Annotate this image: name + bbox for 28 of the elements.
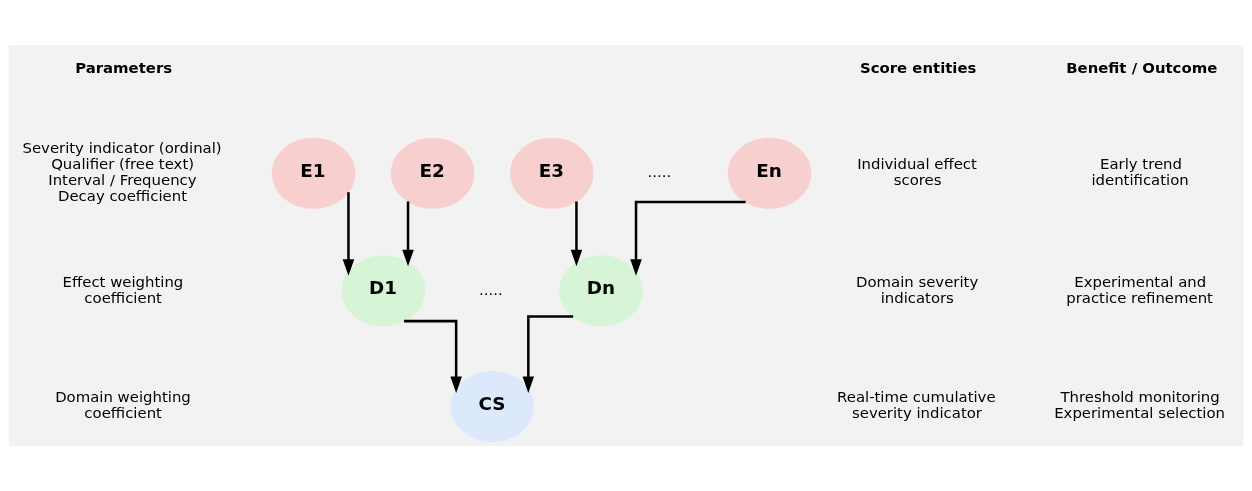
label: Benefit / Outcome bbox=[1066, 58, 1218, 77]
label: Early trend identification bbox=[1091, 155, 1189, 190]
label: Experimental selection bbox=[1054, 404, 1225, 423]
label: ..... bbox=[647, 163, 672, 182]
arrow bbox=[522, 315, 574, 393]
label: Domain weighting coefficient bbox=[55, 388, 191, 423]
arrow bbox=[630, 200, 746, 276]
label: Qualifier (free text) bbox=[51, 155, 195, 174]
node-ellipse: E1 bbox=[271, 137, 356, 209]
label: Experimental and practice refinement bbox=[1066, 272, 1213, 307]
arrow bbox=[402, 201, 414, 267]
arrow bbox=[342, 192, 355, 276]
label: Individual effect scores bbox=[857, 155, 977, 190]
label: Severity indicator (ordinal) bbox=[22, 139, 222, 158]
label: Effect weighting coefficient bbox=[62, 272, 184, 307]
node-ellipse: E2 bbox=[390, 137, 475, 209]
label: Domain severity indicators bbox=[856, 272, 979, 307]
node-ellipse: En bbox=[727, 137, 812, 209]
label: Decay coefficient bbox=[58, 187, 187, 206]
label: ..... bbox=[479, 280, 503, 299]
label: Real-time cumulative severity indicator bbox=[837, 388, 996, 423]
label: Interval / Frequency bbox=[48, 171, 197, 190]
label: Parameters bbox=[75, 58, 173, 77]
arrow bbox=[404, 319, 462, 393]
node-ellipse: E3 bbox=[510, 137, 594, 209]
label: Threshold monitoring bbox=[1060, 388, 1220, 407]
label: Score entities bbox=[860, 58, 977, 77]
arrow bbox=[570, 201, 583, 267]
